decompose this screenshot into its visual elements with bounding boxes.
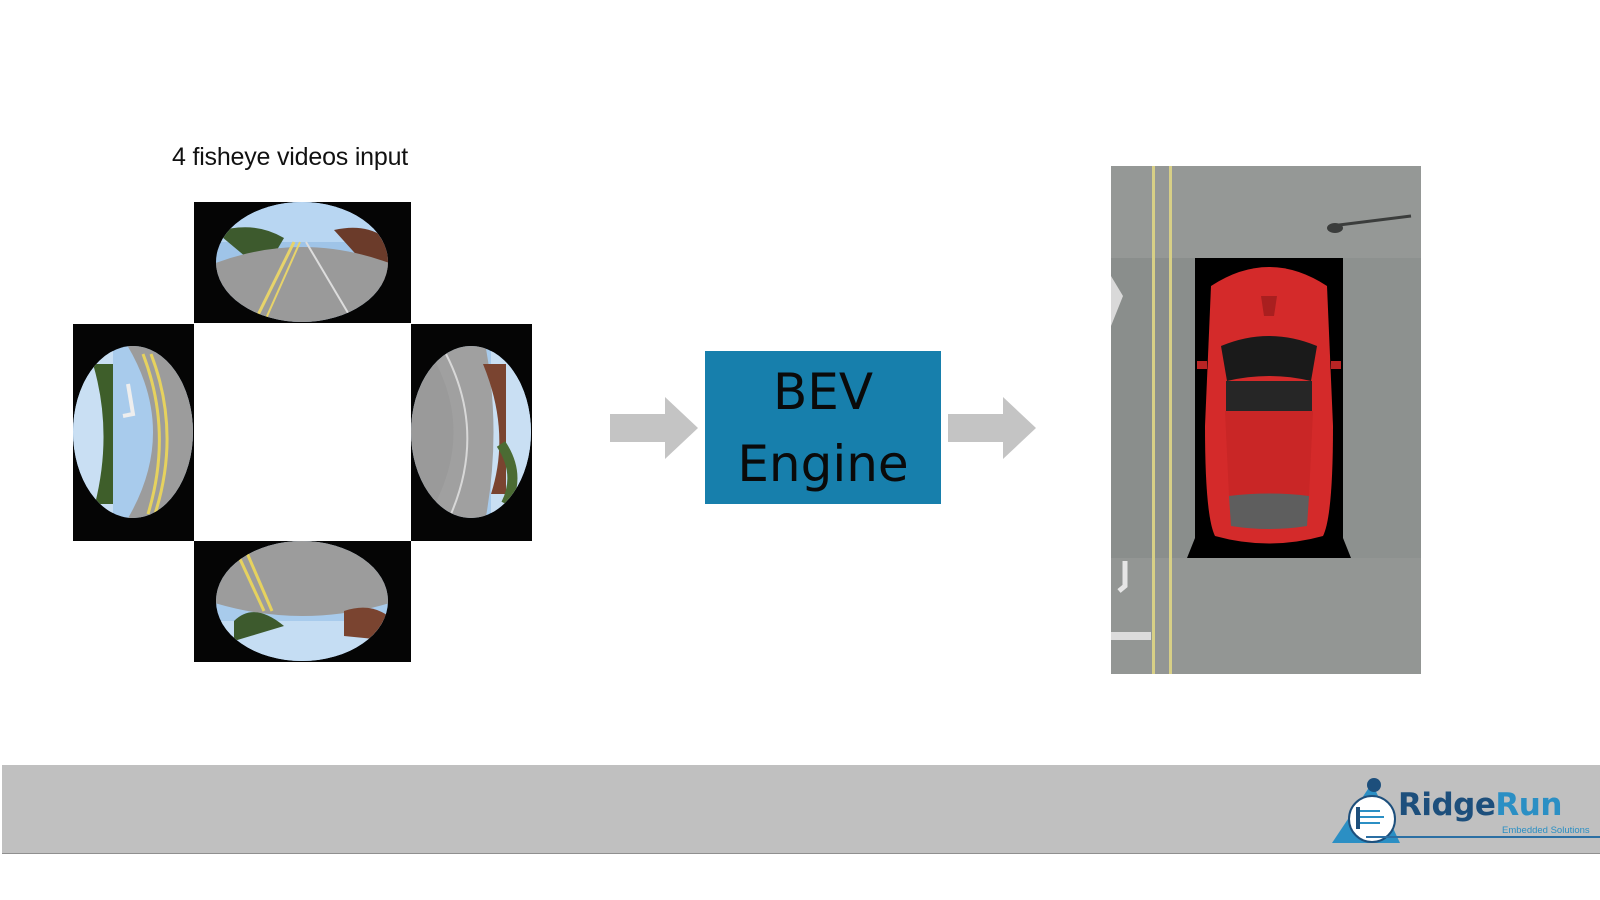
left-fisheye-image [73, 324, 194, 541]
right-fisheye-image [411, 324, 532, 541]
bev-engine-box: BEV Engine [705, 351, 941, 504]
engine-label-line2: Engine [737, 434, 909, 493]
footer-bar [2, 765, 1600, 854]
rear-fisheye-image [194, 541, 411, 662]
input-title: 4 fisheye videos input [172, 143, 409, 171]
logo-wordmark: RidgeRun [1398, 787, 1562, 823]
arrow-right-icon [948, 397, 1036, 459]
ridgerun-logo: RidgeRun Embedded Solutions [1330, 775, 1600, 847]
logo-underline [1366, 836, 1600, 838]
birds-eye-view-output-image [1111, 166, 1421, 674]
cross-center-blank [194, 323, 411, 541]
engine-label-line1: BEV [772, 362, 874, 421]
logo-tagline: Embedded Solutions [1502, 825, 1590, 836]
arrow-right-icon [610, 397, 698, 459]
front-fisheye-image [194, 202, 411, 323]
